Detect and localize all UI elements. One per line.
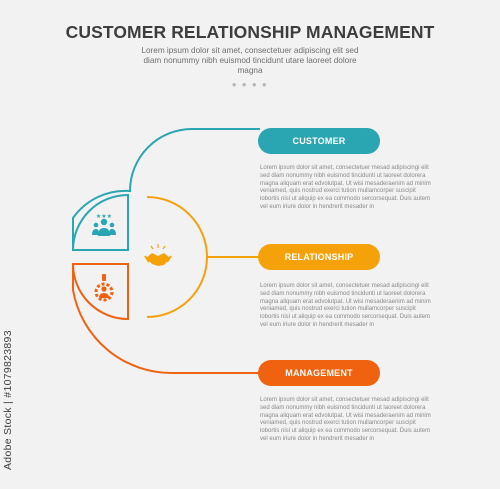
customer-pill: CUSTOMER <box>258 128 380 154</box>
customer-description: Lorem ipsum dolor sit amet, consectetuer… <box>260 165 431 210</box>
page-title: CUSTOMER RELATIONSHIP MANAGEMENT <box>65 22 435 42</box>
stock-watermark: Adobe Stock | #1079823893 <box>2 330 14 470</box>
customer-label: CUSTOMER <box>292 136 346 146</box>
management-description: Lorem ipsum dolor sit amet, consectetuer… <box>260 397 431 442</box>
relationship-description: Lorem ipsum dolor sit amet, consectetuer… <box>260 283 431 328</box>
customer-connector-line <box>72 128 260 250</box>
management-label: MANAGEMENT <box>285 368 353 378</box>
relationship-pill: RELATIONSHIP <box>258 244 380 270</box>
management-pill: MANAGEMENT <box>258 360 380 386</box>
relationship-label: RELATIONSHIP <box>284 252 354 262</box>
management-connector-line <box>72 264 260 375</box>
customer-quarter-shape <box>71 193 129 251</box>
people-group-icon: ★★★ <box>92 213 116 236</box>
person-gear-icon <box>94 274 114 302</box>
page-subtitle: Lorem ipsum dolor sit amet, consectetuer… <box>141 46 359 76</box>
management-quarter-shape <box>71 263 129 321</box>
decorative-dots: ● ● ● ● <box>231 80 269 89</box>
svg-text:★★★: ★★★ <box>96 213 112 220</box>
handshake-icon <box>144 244 172 266</box>
